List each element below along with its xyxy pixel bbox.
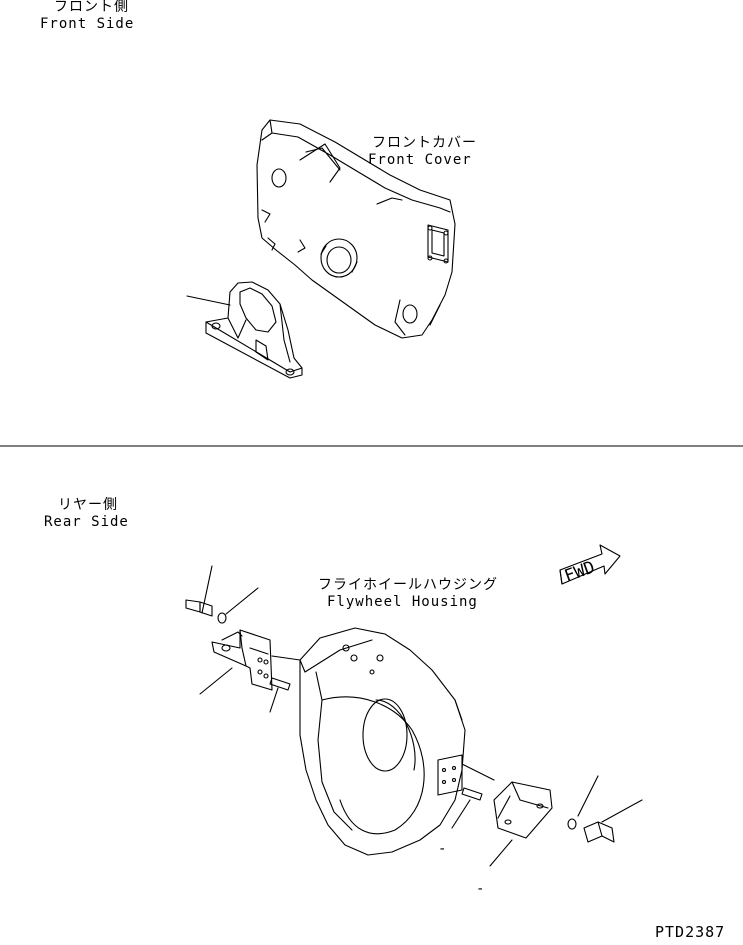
rear-right-bracket — [451, 763, 643, 867]
rear-side-label-jp: リヤー側 — [58, 497, 118, 513]
front-cover-label-jp: フロントカバー — [372, 135, 477, 151]
fwd-arrow-text: FWD — [562, 557, 598, 586]
rear-side-label-en: Rear Side — [44, 514, 129, 530]
front-cover-label-en: Front Cover — [368, 152, 472, 168]
front-mount-bracket — [186, 281, 303, 379]
front-side-label-jp: フロント側 — [54, 0, 129, 15]
fwd-arrow-icon — [559, 544, 621, 585]
flywheel-housing-label-en: Flywheel Housing — [327, 594, 478, 610]
flywheel-housing-label-jp: フライホイールハウジング — [318, 577, 498, 593]
rear-left-bracket — [185, 565, 301, 713]
flywheel-housing-part — [299, 627, 466, 856]
part-marker-1: - — [438, 841, 448, 857]
part-marker-2: - — [476, 881, 486, 897]
front-cover-part — [256, 119, 456, 339]
drawing-number: PTD2387 — [655, 923, 726, 941]
front-side-label-en: Front Side — [40, 16, 135, 32]
